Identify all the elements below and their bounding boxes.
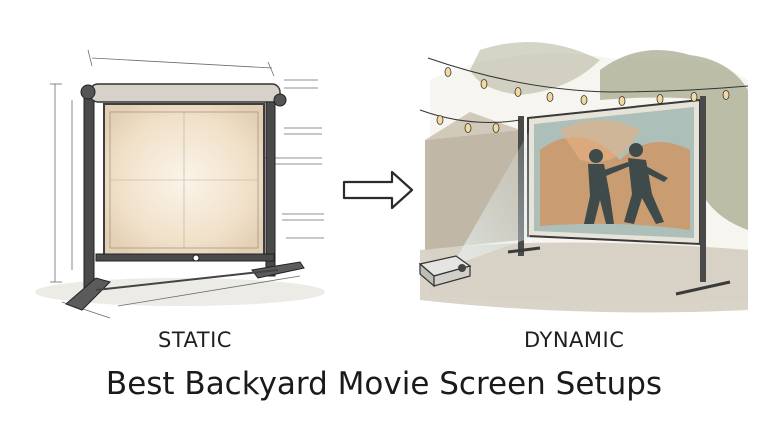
dynamic-outdoor-screen-watercolor [418,42,749,313]
string-lights [419,57,749,133]
projector-beam [452,130,530,266]
page-title: Best Backyard Movie Screen Setups [105,366,663,402]
arrow-icon [342,170,414,210]
tree-foliage [600,50,748,230]
static-screen-sketch [35,49,325,319]
dimension-lines [50,49,324,319]
dynamic-label: DYNAMIC [524,328,625,352]
action-figures [584,143,668,224]
projector-icon [418,255,472,288]
static-label: STATIC [158,328,232,352]
